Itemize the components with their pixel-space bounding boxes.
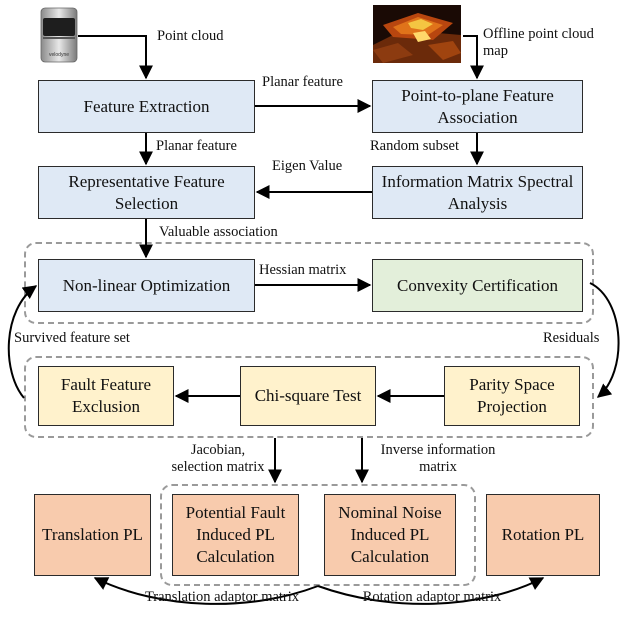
representative-feature-selection-box: Representative Feature Selection [38,166,255,219]
label-point-cloud: Point cloud [157,28,224,44]
potential-fault-pl-box: Potential Fault Induced PL Calculation [172,494,299,576]
label-random-subset: Random subset [370,138,460,154]
nominal-noise-pl-box: Nominal Noise Induced PL Calculation [324,494,456,576]
svg-text:velodyne: velodyne [49,52,69,58]
point-cloud-map-icon [373,5,461,63]
lidar-sensor-icon: velodyne [40,7,78,63]
label-jacobian: Jacobian, selection matrix [171,442,265,476]
information-matrix-analysis-box: Information Matrix Spectral Analysis [372,166,583,219]
label-eigen-value: Eigen Value [272,158,343,174]
label-survived-feature-set: Survived feature set [14,330,130,346]
parity-space-projection-box: Parity Space Projection [444,366,580,426]
feature-extraction-box: Feature Extraction [38,80,255,133]
label-inverse-info: Inverse information matrix [380,442,496,476]
fault-feature-exclusion-box: Fault Feature Exclusion [38,366,174,426]
nonlinear-optimization-box: Non-linear Optimization [38,259,255,312]
label-residuals: Residuals [543,330,600,346]
translation-pl-box: Translation PL [34,494,151,576]
label-rotation-adaptor: Rotation adaptor matrix [362,589,502,605]
chi-square-test-box: Chi-square Test [240,366,376,426]
label-offline-map: Offline point cloud map [483,26,594,59]
label-hessian-matrix: Hessian matrix [259,262,347,278]
optimization-group [24,242,594,324]
integrity-test-group [24,356,594,438]
pl-calculation-group [160,484,476,586]
rotation-pl-box: Rotation PL [486,494,600,576]
label-translation-adaptor: Translation adaptor matrix [144,589,300,605]
label-planar-feature-right: Planar feature [262,74,343,90]
label-valuable-association: Valuable association [159,224,278,240]
point-to-plane-association-box: Point-to-plane Feature Association [372,80,583,133]
label-planar-feature-down: Planar feature [156,138,237,154]
convexity-certification-box: Convexity Certification [372,259,583,312]
